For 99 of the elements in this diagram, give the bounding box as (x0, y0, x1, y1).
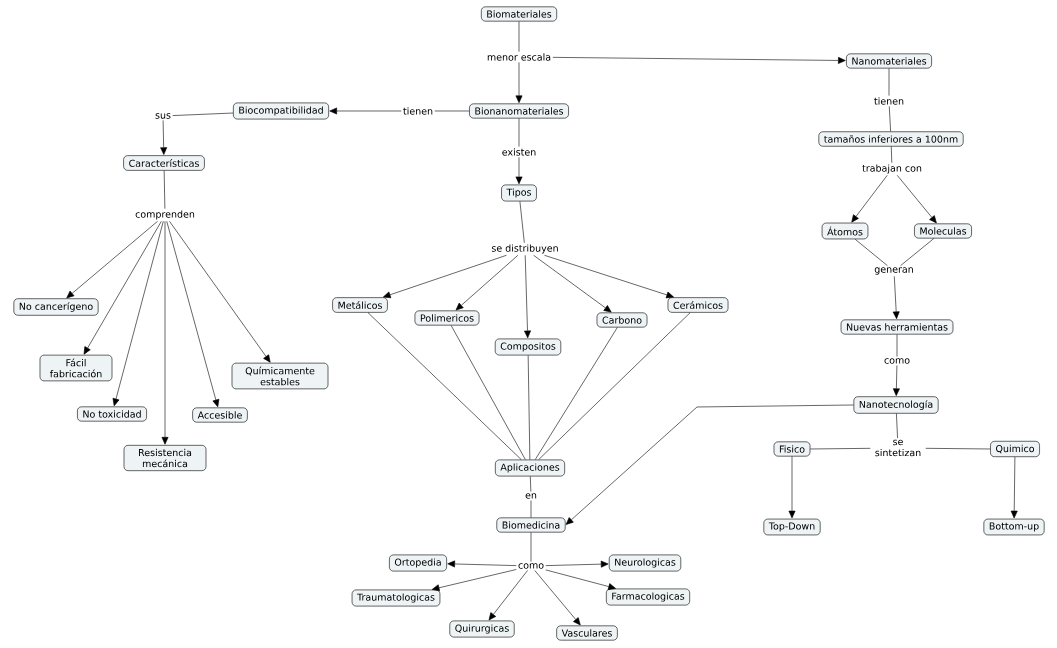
connector-line (890, 146, 893, 163)
arrow (1010, 456, 1018, 519)
linking-phrase: comprenden (135, 210, 195, 220)
arrow (545, 560, 609, 568)
connector-line (530, 532, 532, 562)
concept-box: Nuevas herramientas (840, 319, 954, 335)
connector-line (925, 448, 991, 450)
connector-line (518, 118, 520, 147)
arrow (112, 221, 164, 407)
concept-box: Bionanomateriales (469, 103, 569, 119)
arrow (66, 221, 158, 299)
concept-box: Resistencia mecánica (123, 445, 207, 471)
concept-box: Accesible (192, 407, 248, 423)
arrow (545, 569, 616, 590)
connector-line (172, 112, 234, 116)
connector-line (530, 500, 532, 518)
arrow (488, 570, 528, 621)
arrow (161, 221, 169, 445)
concept-box: Polimericos (414, 310, 480, 326)
concept-box: Biocompatibilidad (233, 102, 329, 120)
connector-line (530, 476, 532, 492)
concept-box: tamaños inferiores a 100nm (818, 131, 964, 147)
concept-box: Bottom-up (983, 518, 1045, 536)
concept-box: No cancerígeno (13, 298, 99, 316)
concept-box: Neurologicas (608, 554, 682, 572)
linking-phrase: tienen (874, 97, 904, 105)
concept-box: Aplicaciones (495, 459, 565, 477)
concept-box: Biomedicina (496, 517, 566, 533)
arrow (896, 175, 937, 224)
linking-phrase: trabajan con (862, 164, 922, 174)
concept-box: Metálicos (332, 297, 388, 313)
connector-line (889, 106, 891, 132)
arrow (788, 456, 796, 519)
concept-box: Top-Down (763, 518, 821, 536)
arrow (169, 221, 271, 363)
concept-box: Ortopedia (389, 554, 447, 572)
linking-phrase: como (518, 563, 544, 569)
connector-line (538, 312, 691, 460)
linking-phrase: existen (502, 148, 536, 156)
arrow (383, 255, 507, 299)
concept-box: Nanomateriales (846, 53, 932, 69)
arrow (83, 221, 162, 355)
linking-phrase: sus (155, 113, 171, 119)
concept-box: Traumatologicas (351, 589, 441, 607)
concept-box: Tipos (501, 184, 537, 202)
concept-box: Átomos (821, 222, 869, 240)
connector-line (900, 238, 935, 266)
arrow (552, 57, 846, 64)
linking-phrase: generan (874, 267, 913, 275)
connector-line (534, 327, 618, 460)
concept-box: Quirurgicas (449, 620, 515, 638)
arrow (565, 404, 854, 525)
connector-line (810, 448, 871, 450)
arrow (515, 62, 523, 104)
linking-phrase: se sintetizan (875, 439, 921, 457)
linking-phrase: como (884, 358, 910, 364)
connector-line (434, 110, 470, 112)
arrow (892, 365, 900, 396)
linking-phrase: en (525, 493, 537, 499)
linking-phrase: se distribuyen (491, 244, 558, 254)
arrow (534, 570, 581, 626)
concept-box: Químicamente estables (231, 362, 329, 390)
connector-line (854, 238, 888, 266)
concept-box: Fisico (773, 441, 811, 457)
arrow (533, 255, 612, 313)
connector-line (527, 355, 531, 460)
linking-phrase: tienen (403, 107, 433, 115)
connector-line (888, 68, 890, 96)
arrow (524, 255, 531, 339)
concept-box: Características (123, 155, 205, 171)
arrow (160, 120, 168, 155)
concept-box: Vasculares (556, 625, 618, 641)
arrow (455, 255, 519, 311)
connector-line (518, 21, 520, 52)
concept-box: Moleculas (914, 223, 972, 239)
concept-box: Compositos (494, 338, 562, 356)
concept-box: Nanotecnología (853, 396, 939, 414)
connector-line (450, 325, 526, 460)
connector-line (896, 413, 898, 439)
arrow (447, 560, 517, 568)
arrow (851, 175, 888, 223)
arrow (329, 107, 402, 115)
arrow (544, 255, 674, 299)
concept-box: Biomateriales (481, 6, 557, 22)
connector-line (367, 312, 522, 460)
arrow (166, 221, 220, 408)
arrow (892, 276, 900, 320)
concept-box: Carbono (596, 312, 648, 328)
concept-box: No toxicidad (77, 406, 147, 422)
connector-line (519, 201, 525, 243)
linking-phrase: menor escala (487, 53, 551, 61)
concept-box: Quimico (990, 440, 1040, 458)
connector-line (896, 334, 898, 357)
concept-box: Farmacologicas (606, 588, 690, 606)
concept-box: Cerámicos (667, 297, 729, 313)
concept-box: Fácil fabricación (39, 354, 113, 382)
connector-line (163, 170, 166, 209)
arrow (431, 569, 517, 592)
arrow (515, 157, 523, 185)
